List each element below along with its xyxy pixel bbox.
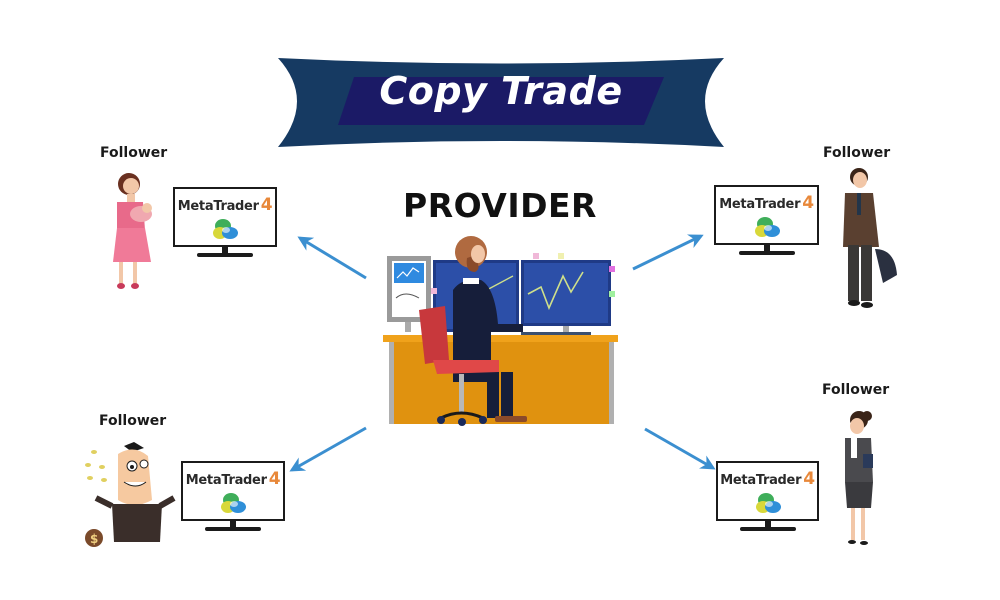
follower-label-top-left: Follower: [100, 145, 168, 161]
follower-figure-top-left: [105, 170, 160, 292]
provider-title: PROVIDER: [403, 186, 597, 225]
ribbon-shape: [278, 58, 724, 147]
metatrader-logo-icon: [221, 493, 246, 513]
metatrader-logo-icon: [213, 219, 238, 239]
banner-title: Copy Trade: [379, 69, 623, 113]
follower-figure-bottom-right: [835, 410, 885, 550]
copy-trade-banner: Copy Trade: [276, 55, 726, 150]
follower-label-bottom-right: Follower: [822, 382, 890, 398]
metatrader-logo-icon: [755, 493, 781, 513]
follower-figure-bottom-left: $: [82, 440, 178, 550]
svg-text:$: $: [90, 532, 98, 546]
metatrader-logo-icon: [754, 217, 780, 237]
follower-label-top-right: Follower: [823, 145, 891, 161]
arrow-to-bottom-left: [289, 426, 367, 472]
follower-figure-top-right: [835, 165, 905, 313]
arrow-to-top-right: [632, 234, 704, 271]
provider-illustration: [383, 232, 618, 432]
follower-label-bottom-left: Follower: [99, 413, 167, 429]
arrow-to-top-left: [297, 236, 367, 280]
arrow-to-bottom-right: [644, 427, 716, 470]
